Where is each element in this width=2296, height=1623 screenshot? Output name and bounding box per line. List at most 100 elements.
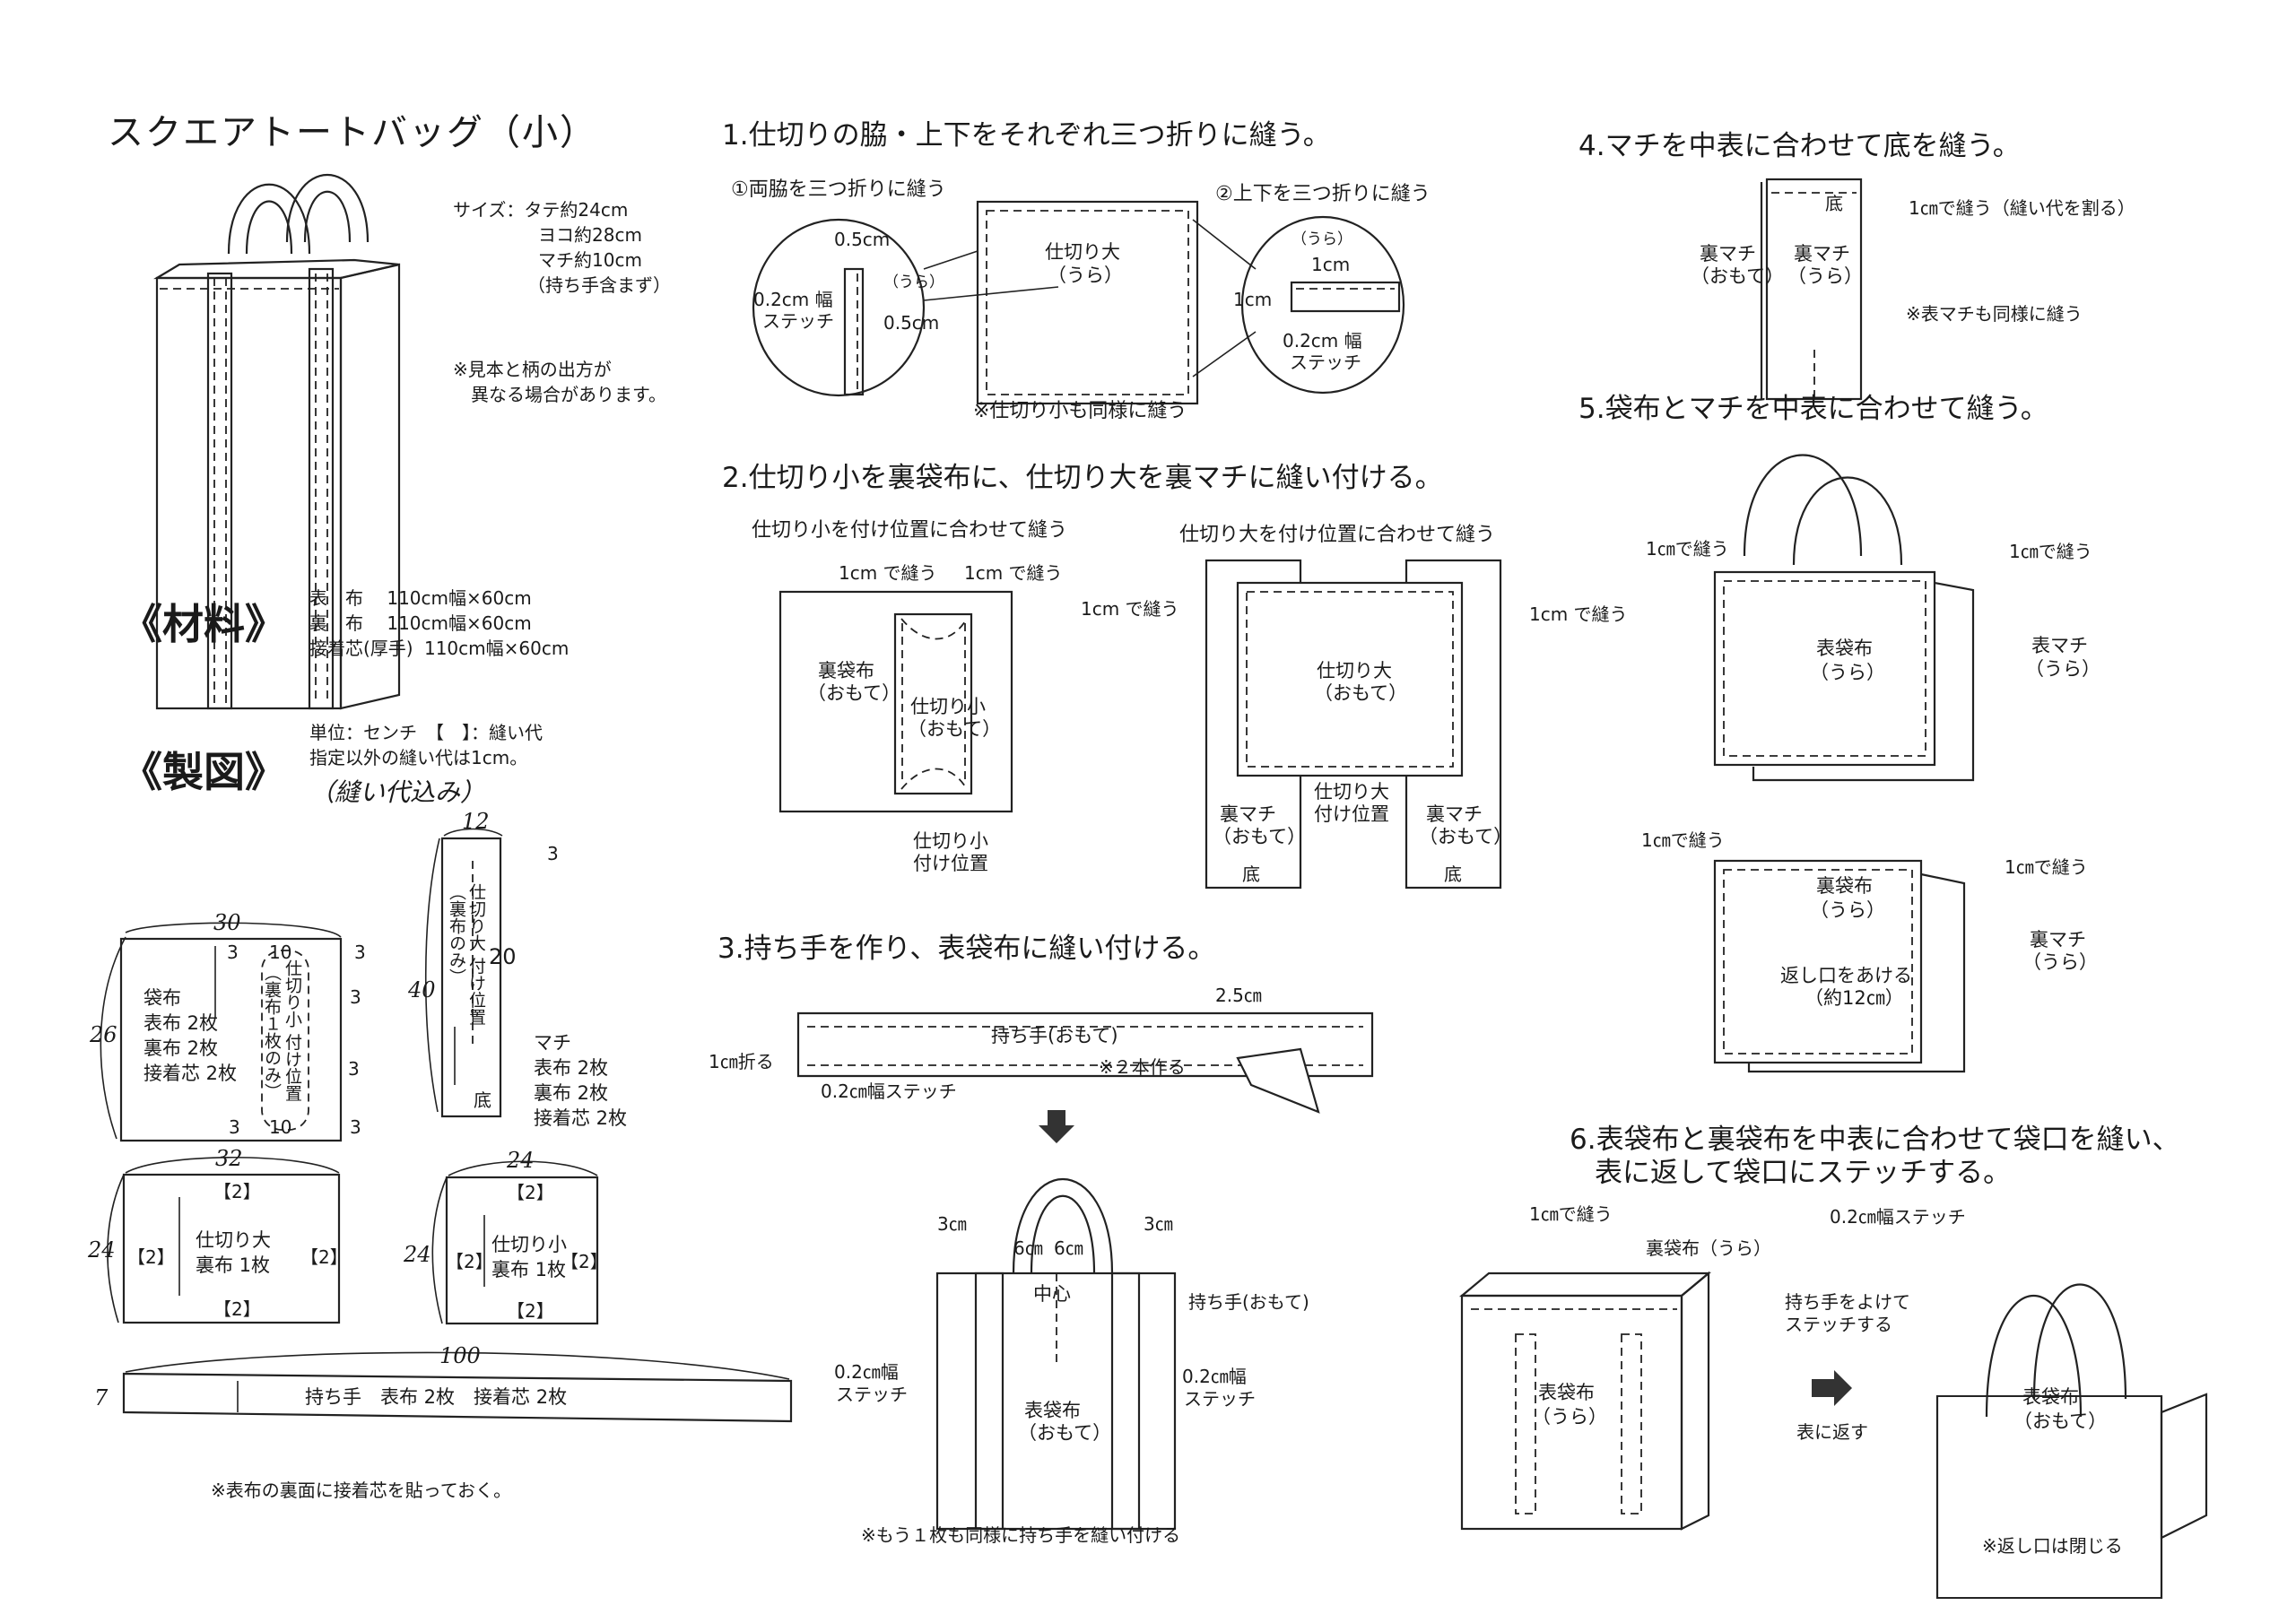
pattern-divider-large bbox=[107, 1156, 341, 1324]
small-divider-label: 仕切り小 bbox=[910, 696, 986, 717]
step1-panel-label-2: （うら） bbox=[1048, 265, 1123, 286]
step2-drawing bbox=[778, 559, 1502, 890]
seam-allowance: 【2】 bbox=[300, 1246, 348, 1268]
step5-title: 5.袋布とマチを中表に合わせて縫う。 bbox=[1578, 393, 2048, 425]
gusset-inner-label: （うら） bbox=[1787, 265, 1863, 287]
bag-width: 30 bbox=[213, 910, 241, 935]
interfacing-note: ※表布の裏面に接着芯を貼っておく。 bbox=[211, 1480, 512, 1501]
body-inside-label: 表袋布 bbox=[1538, 1382, 1595, 1403]
seam-note: 指定以外の縫い代は1cm。 bbox=[309, 747, 528, 768]
bag-label-3: 裏布 2枚 bbox=[144, 1037, 219, 1059]
dim-mark: 10 bbox=[269, 1116, 292, 1138]
body-inside-label: （うら） bbox=[1532, 1406, 1607, 1428]
lining-label: 裏袋布 bbox=[818, 660, 874, 681]
page-title: スクエアトートバッグ（小） bbox=[108, 112, 597, 153]
fold-label: 1㎝折る bbox=[709, 1051, 774, 1072]
pattern-bag-piece bbox=[100, 922, 343, 1142]
seam-allowance: 【2】 bbox=[507, 1300, 554, 1322]
large-divider-position: 仕切り大 bbox=[1314, 781, 1389, 803]
stitch-label: 0.2㎝幅ステッチ bbox=[821, 1081, 957, 1102]
divider-large-width: 32 bbox=[215, 1146, 243, 1171]
gusset-mark-top: 3 bbox=[547, 843, 559, 864]
small-divider-position: 仕切り小 bbox=[913, 830, 988, 852]
outer-gusset-label: （うら） bbox=[2025, 658, 2100, 680]
detail-label: 1cm bbox=[1311, 254, 1351, 275]
bottom-label: 底 bbox=[1444, 864, 1462, 885]
avoid-handle-note: ステッチする bbox=[1785, 1314, 1892, 1335]
step4-sew: 1㎝で縫う（縫い代を割る） bbox=[1909, 197, 2135, 219]
sew-label: 1㎝で縫う bbox=[2009, 541, 2092, 562]
bag-height: 26 bbox=[90, 1022, 117, 1047]
handle-width-label: 2.5㎝ bbox=[1215, 985, 1262, 1006]
divider-small-label-1: 仕切り小 bbox=[491, 1234, 567, 1255]
detail-label: ステッチ bbox=[1290, 352, 1361, 373]
body-outside-label: 表袋布 bbox=[2022, 1386, 2079, 1408]
stitch-label: ステッチ bbox=[1184, 1388, 1256, 1410]
pattern-divider-small bbox=[431, 1160, 599, 1325]
step6-drawing bbox=[1458, 1271, 2208, 1599]
step1-drawing bbox=[752, 200, 1405, 405]
turn-label: 表に返す bbox=[1796, 1421, 1868, 1443]
step1-sub2: ②上下を三つ折りに縫う bbox=[1215, 183, 1431, 205]
large-divider-label: （おもて） bbox=[1314, 682, 1408, 704]
step6-note: ※返し口は閉じる bbox=[1982, 1535, 2123, 1557]
pattern-gusset-piece bbox=[424, 828, 503, 1118]
step2-title: 2.仕切り小を裏袋布に、仕切り大を裏マチに縫い付ける。 bbox=[722, 462, 1443, 494]
dim-mark: 10 bbox=[269, 942, 292, 963]
material-item: 表 布 110cm幅×60cm bbox=[309, 587, 532, 610]
step6-title-line2: 表に返して袋口にステッチする。 bbox=[1595, 1157, 2012, 1189]
detail-label: （うら） bbox=[883, 273, 944, 291]
measure-3cm: 3㎝ bbox=[937, 1213, 967, 1235]
handle-length: 100 bbox=[439, 1343, 481, 1368]
dim-mark: 3 bbox=[350, 986, 361, 1008]
step4-bottom: 底 bbox=[1825, 193, 1843, 214]
divider-small-label-2: 裏布 1枚 bbox=[491, 1259, 567, 1280]
step4-title: 4.マチを中表に合わせて底を縫う。 bbox=[1578, 130, 2021, 162]
handle-label: 持ち手 表布 2枚 接着芯 2枚 bbox=[305, 1386, 568, 1408]
bottom-label: 底 bbox=[1242, 864, 1260, 885]
unit-note: 単位：センチ 【 】：縫い代 bbox=[309, 722, 543, 743]
dim-mark: 3 bbox=[348, 1058, 360, 1080]
detail-label: 0.5cm bbox=[834, 229, 891, 250]
bag-inner-label: 仕切り小 付け位置 bbox=[283, 959, 302, 1102]
lining-gusset-label: （うら） bbox=[2022, 951, 2098, 973]
seam-allowance: 【2】 bbox=[127, 1246, 175, 1268]
outer-gusset-label: 表マチ bbox=[2031, 635, 2088, 656]
outer-body-label: （おもて） bbox=[1018, 1422, 1112, 1444]
gusset-label-4: 接着芯 2枚 bbox=[534, 1107, 628, 1129]
step1-note: ※仕切り小も同様に縫う bbox=[973, 400, 1187, 422]
divider-large-label-1: 仕切り大 bbox=[196, 1229, 271, 1251]
step1-title: 1.仕切りの脇・上下をそれぞれ三つ折りに縫う。 bbox=[722, 119, 1331, 152]
sew-label: 1cm で縫う bbox=[839, 562, 937, 584]
gusset-width: 12 bbox=[462, 809, 490, 834]
outer-body-label: （うら） bbox=[1810, 662, 1885, 683]
pattern-handle bbox=[122, 1351, 793, 1423]
sample-note-1: ※見本と柄の出方が bbox=[453, 359, 612, 380]
handwritten-note: （縫い代込み） bbox=[309, 777, 486, 807]
small-divider-label: （おもて） bbox=[908, 718, 1002, 740]
body-outside-label: （おもて） bbox=[2013, 1410, 2108, 1432]
detail-label: 0.2cm 幅 bbox=[753, 289, 833, 310]
size-line-4: （持ち手含まず） bbox=[527, 274, 671, 296]
measure-3cm: 3㎝ bbox=[1144, 1213, 1173, 1235]
handle-width: 7 bbox=[94, 1385, 109, 1410]
divider-small-width: 24 bbox=[507, 1148, 535, 1173]
bag-inner-sub: （裏布１枚のみ） bbox=[262, 964, 282, 1100]
divider-large-height: 24 bbox=[88, 1237, 116, 1263]
material-item: 接着芯(厚手) 110cm幅×60cm bbox=[309, 638, 569, 660]
dim-mark: 3 bbox=[227, 942, 239, 963]
gusset-label: （おもて） bbox=[1419, 826, 1513, 847]
material-spec: 110cm幅×60cm bbox=[387, 587, 532, 609]
gusset-height: 40 bbox=[408, 977, 436, 1002]
gusset-outer-label: 裏マチ bbox=[1700, 243, 1756, 265]
bag-label-2: 表布 2枚 bbox=[144, 1012, 219, 1034]
lining-label: （おもて） bbox=[807, 682, 901, 704]
sew-label: 1㎝で縫う bbox=[2005, 856, 2088, 878]
seam-allowance: 【2】 bbox=[213, 1298, 261, 1320]
material-spec: 110cm幅×60cm bbox=[387, 612, 532, 634]
large-divider-label: 仕切り大 bbox=[1317, 660, 1392, 681]
large-divider-position: 付け位置 bbox=[1314, 803, 1389, 825]
gusset-inner-sub: （裏布のみ） bbox=[447, 883, 466, 985]
sew-label: 1㎝で縫う bbox=[1646, 538, 1729, 560]
